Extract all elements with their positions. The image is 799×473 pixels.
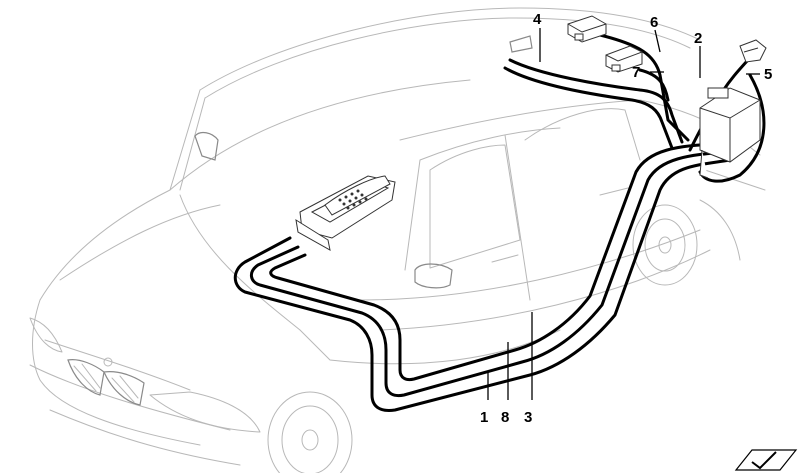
control-module xyxy=(699,87,761,179)
callout-3: 3 xyxy=(524,409,532,426)
car-outline xyxy=(29,7,766,473)
callout-6: 6 xyxy=(650,14,658,31)
connector-bracket xyxy=(739,39,767,63)
keypad xyxy=(338,189,368,210)
callout-7: 7 xyxy=(632,64,640,81)
callout-2: 2 xyxy=(694,30,702,47)
small-module-top xyxy=(567,15,607,43)
cable-harness xyxy=(233,33,766,412)
small-module-middle xyxy=(605,45,643,73)
callout-5: 5 xyxy=(764,66,772,83)
telephone-cradle xyxy=(295,175,396,251)
catalog-arrow-icon xyxy=(734,449,798,471)
callouts: 1 8 3 4 6 7 2 5 xyxy=(480,11,772,426)
leader-lines xyxy=(487,28,760,400)
callout-1: 1 xyxy=(480,409,488,426)
callout-8: 8 xyxy=(501,409,509,426)
callout-4: 4 xyxy=(533,11,542,28)
